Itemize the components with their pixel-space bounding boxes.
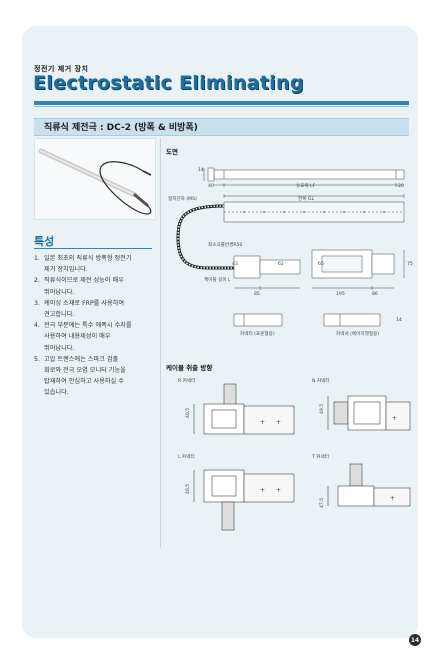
dim-label: 49.5 (320, 403, 325, 414)
section-header-bar (34, 118, 409, 136)
title-underline (34, 101, 409, 105)
dim-label: 40.5 (186, 483, 191, 494)
column-divider (160, 138, 161, 548)
l-connector-label: L 커넥터 (178, 455, 195, 460)
features-underline (34, 248, 152, 249)
svg-text:+: + (276, 419, 281, 426)
title-underline-thin (34, 106, 409, 107)
dim-label: 14 (396, 318, 402, 323)
product-photo (34, 138, 156, 220)
svg-text:+: + (260, 487, 265, 494)
features-title: 특성 (34, 235, 55, 248)
page-number: 14 (409, 634, 421, 646)
drawing-title: 도면 (166, 148, 178, 156)
page-title: Electrostatic Eliminating (33, 72, 304, 94)
dim-label: 62 (278, 262, 284, 267)
ground-terminal-label: 접지단자 (MS) (168, 197, 197, 202)
dim-label: 65 (318, 262, 324, 267)
svg-text:+: + (276, 487, 281, 494)
dim-label: 47.5 (320, 497, 325, 508)
effective-length-label: 유효폭 LF (296, 184, 316, 189)
cable-direction-drawings: + + + + + + (193, 383, 411, 531)
section-title: 직류식 제전극 : DC-2 (방폭 & 비방폭) (44, 123, 198, 133)
r-connector-label: R 커넥터 (178, 379, 196, 384)
total-length-label: 전폭 GL (298, 197, 315, 202)
connector-standard-label: 커넥터 (표준형용) (240, 332, 275, 337)
cable-length-label: 케이블 길이 L (204, 278, 231, 283)
connector-air-jet-label: 커넥서 (에어지젯형용) (336, 332, 380, 337)
category-label: 정전기 제거 장치 (34, 65, 89, 73)
dim-label: 43 (232, 262, 238, 267)
bend-radius-label: 최소곡률반경R50 (208, 243, 243, 248)
n-connector-label: N 커넥터 (312, 379, 330, 384)
cable-direction-title: 케이블 취출 방향 (166, 364, 213, 372)
dim-label: 75 (407, 262, 413, 267)
t-connector-label: T 커넥터 (312, 455, 329, 460)
svg-text:+: + (260, 419, 265, 426)
dim-label: 85 (254, 292, 260, 297)
svg-text:+: + (392, 415, 397, 422)
dim-label: 40.5 (186, 407, 191, 418)
dim-label: 86 (372, 292, 378, 297)
dim-label: 20 (398, 184, 404, 189)
dim-label: 14 (198, 168, 204, 173)
technical-drawing (176, 167, 405, 327)
svg-text:+: + (390, 495, 395, 502)
dim-label: 195 (336, 292, 345, 297)
dim-label: 40 (208, 184, 214, 189)
